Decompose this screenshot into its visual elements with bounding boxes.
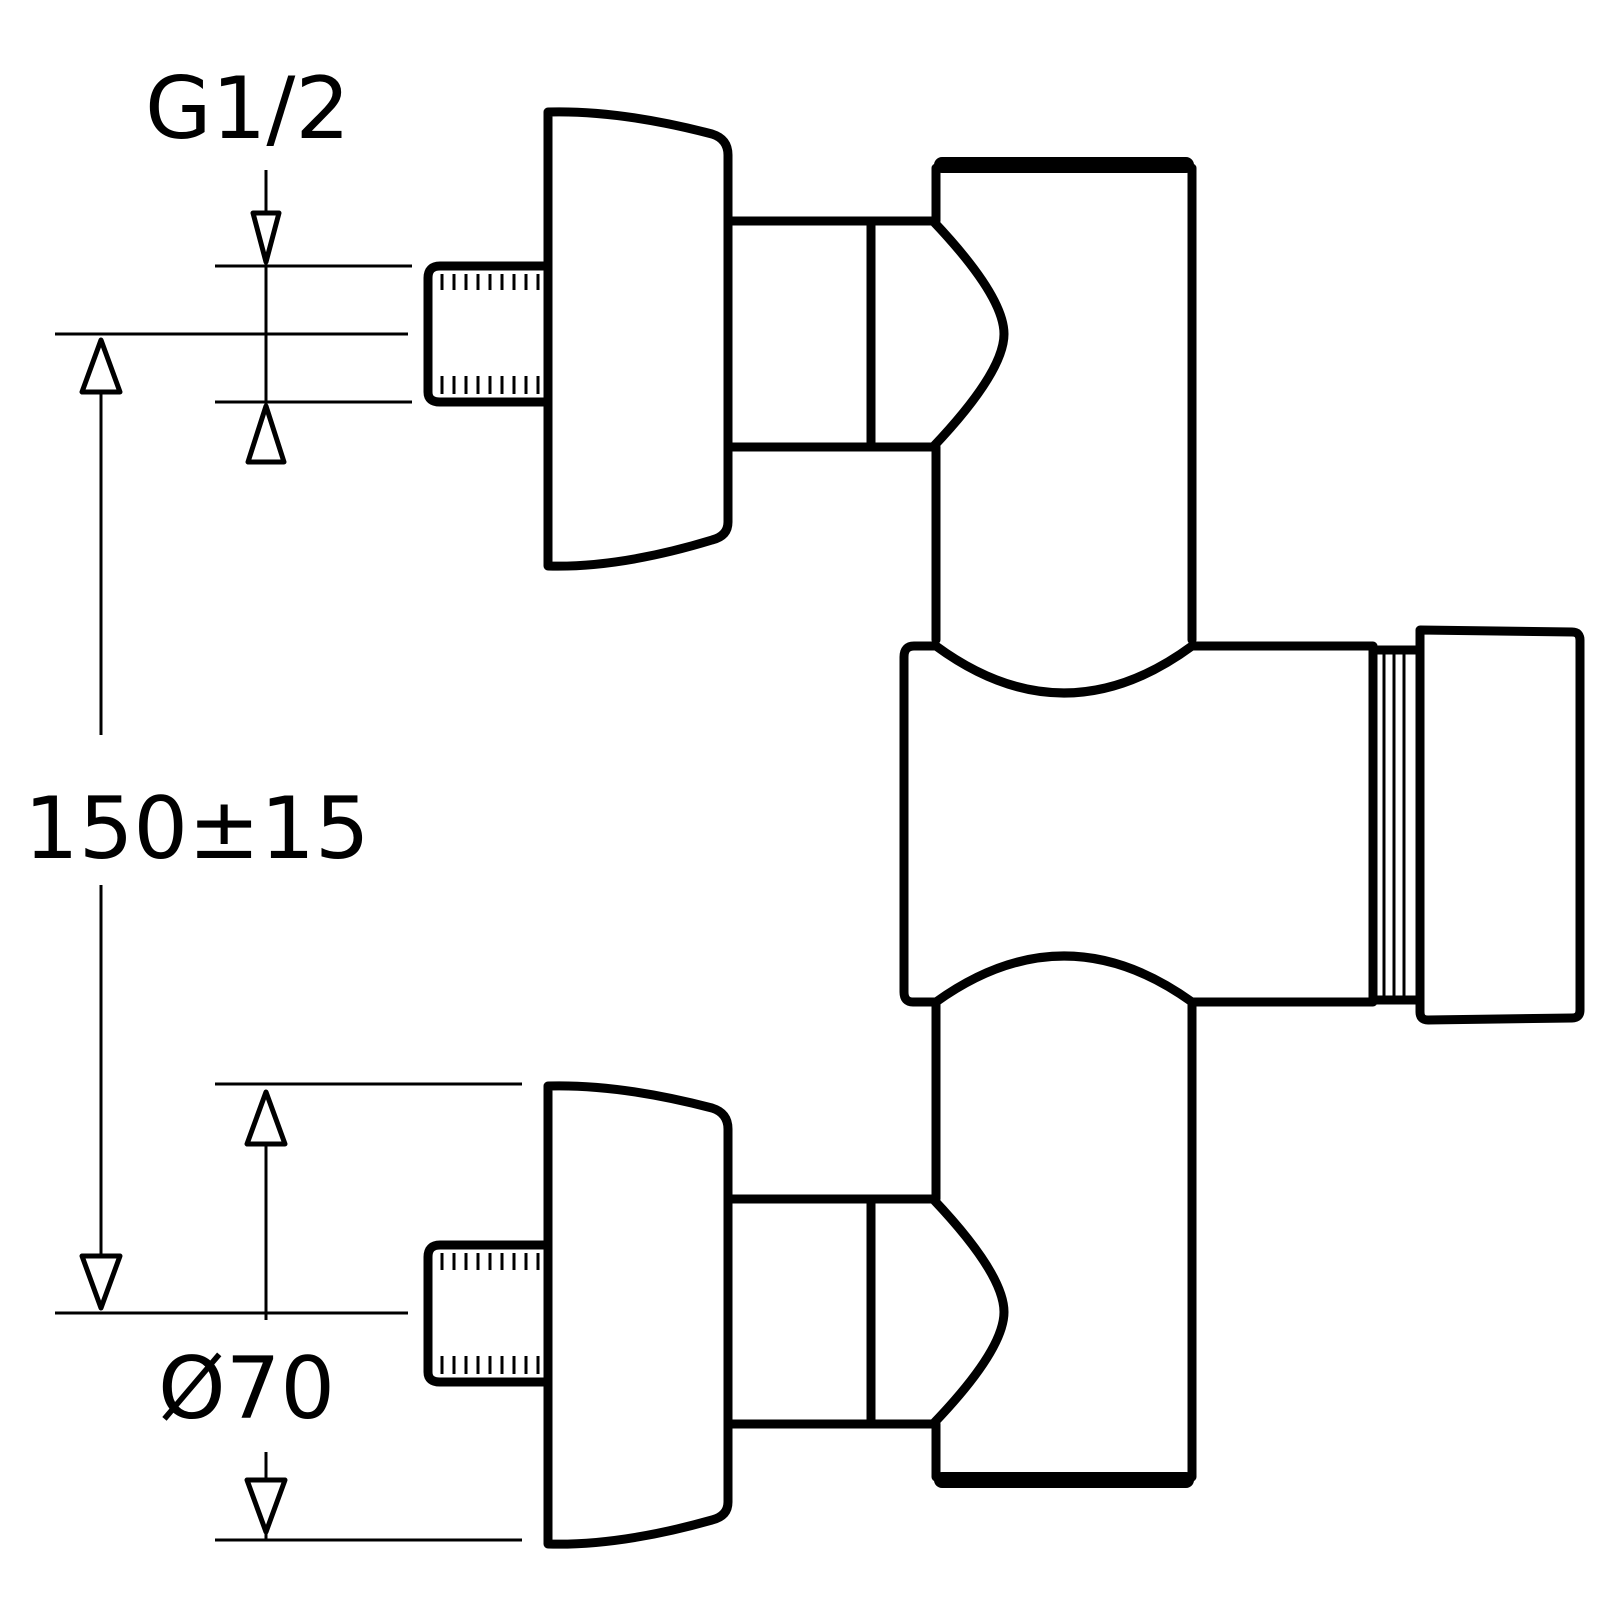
arrow-down-icon <box>79 1253 123 1311</box>
thread-pipe <box>423 1240 549 1387</box>
rosette <box>543 107 733 571</box>
valve-body <box>899 157 1585 1488</box>
arrow-down-icon <box>250 210 282 265</box>
arrow-up-icon <box>244 1089 288 1147</box>
thread-marks <box>440 1253 540 1374</box>
connector-cap <box>928 216 1009 452</box>
thread-label: G1/2 <box>145 59 350 159</box>
arrow-down-icon <box>244 1477 288 1535</box>
center-distance-label: 150±15 <box>24 779 370 879</box>
connector <box>723 216 938 452</box>
rosette-diameter-label: Ø70 <box>158 1339 335 1439</box>
arrow-up-icon <box>79 337 123 395</box>
thread-pipe <box>423 261 549 407</box>
arrow-up-icon <box>245 403 287 465</box>
lower-inlet <box>423 1081 1009 1549</box>
upper-inlet <box>423 107 1009 571</box>
thread-marks <box>440 274 540 394</box>
dimension-center-distance: 150±15 <box>24 332 408 1315</box>
connector <box>723 1194 938 1429</box>
dimension-rosette-diameter: Ø70 <box>158 1082 522 1542</box>
outlet-knob <box>1415 625 1585 1025</box>
body-ridges <box>1382 650 1406 1000</box>
rosette <box>543 1081 733 1549</box>
connector-cap <box>928 1194 1009 1429</box>
central-body <box>899 641 1378 1007</box>
dimension-thread: G1/2 <box>145 59 412 465</box>
